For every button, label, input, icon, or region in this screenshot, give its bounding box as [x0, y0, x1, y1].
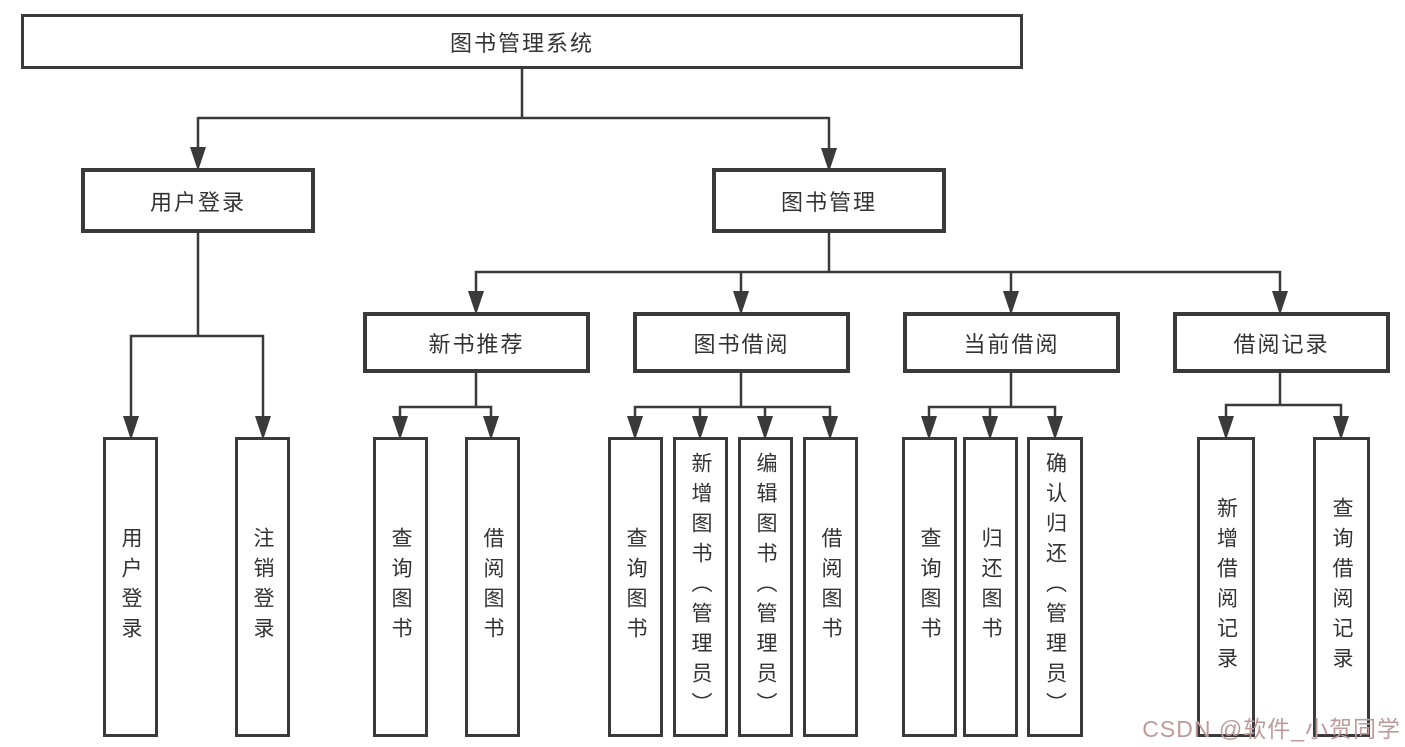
csdn-watermark: CSDN @软件_小贺同学: [1142, 716, 1401, 742]
leaf-return-books: 归还图书: [963, 437, 1018, 737]
leaf-logout: 注销登录: [235, 437, 290, 737]
node-label: 图书借阅: [693, 331, 790, 357]
leaf-user-login: 用户登录: [103, 437, 158, 737]
node-label: 新书推荐: [428, 331, 525, 357]
leaf-edit-books-admin: 编辑图书（管理员）: [738, 437, 793, 737]
arrowheads: [123, 147, 1349, 440]
leaf-borrow-books: 借阅图书: [803, 437, 858, 737]
leaf-label: 借阅图书: [481, 527, 504, 647]
leaf-label: 新增借阅记录: [1214, 497, 1238, 677]
leaf-label: 新增图书（管理员）: [689, 452, 712, 722]
node-user-login: 用户登录: [81, 168, 315, 233]
node-current-borrow: 当前借阅: [903, 312, 1120, 373]
node-library-management-system: 图书管理系统: [21, 14, 1023, 69]
leaf-label: 查询图书: [389, 527, 412, 647]
leaf-borrow-books-recommend: 借阅图书: [465, 437, 520, 737]
leaf-query-borrow-record: 查询借阅记录: [1313, 437, 1370, 737]
leaf-label: 确认归还（管理员）: [1043, 452, 1067, 722]
leaf-label: 用户登录: [119, 527, 142, 647]
node-label: 图书管理: [780, 189, 877, 215]
node-label: 借阅记录: [1233, 331, 1330, 357]
leaf-query-books-borrow: 查询图书: [608, 437, 663, 737]
leaf-add-borrow-record: 新增借阅记录: [1197, 437, 1255, 737]
leaf-query-books-recommend: 查询图书: [373, 437, 428, 737]
leaf-label: 查询图书: [918, 527, 941, 647]
node-book-management: 图书管理: [712, 168, 946, 233]
node-label: 图书管理系统: [449, 30, 594, 56]
node-borrow-records: 借阅记录: [1173, 312, 1390, 373]
node-new-book-recommend: 新书推荐: [363, 312, 590, 373]
node-label: 用户登录: [149, 189, 246, 215]
node-book-borrow: 图书借阅: [633, 312, 850, 373]
leaf-label: 注销登录: [251, 527, 274, 647]
leaf-label: 归还图书: [979, 527, 1002, 647]
leaf-add-books-admin: 新增图书（管理员）: [673, 437, 728, 737]
leaf-label: 编辑图书（管理员）: [754, 452, 777, 722]
leaf-query-books-current: 查询图书: [902, 437, 957, 737]
leaf-label: 查询借阅记录: [1330, 497, 1353, 677]
leaf-confirm-return-admin: 确认归还（管理员）: [1027, 437, 1083, 737]
leaf-label: 查询图书: [624, 527, 647, 647]
leaf-label: 借阅图书: [819, 527, 842, 647]
node-label: 当前借阅: [963, 331, 1060, 357]
